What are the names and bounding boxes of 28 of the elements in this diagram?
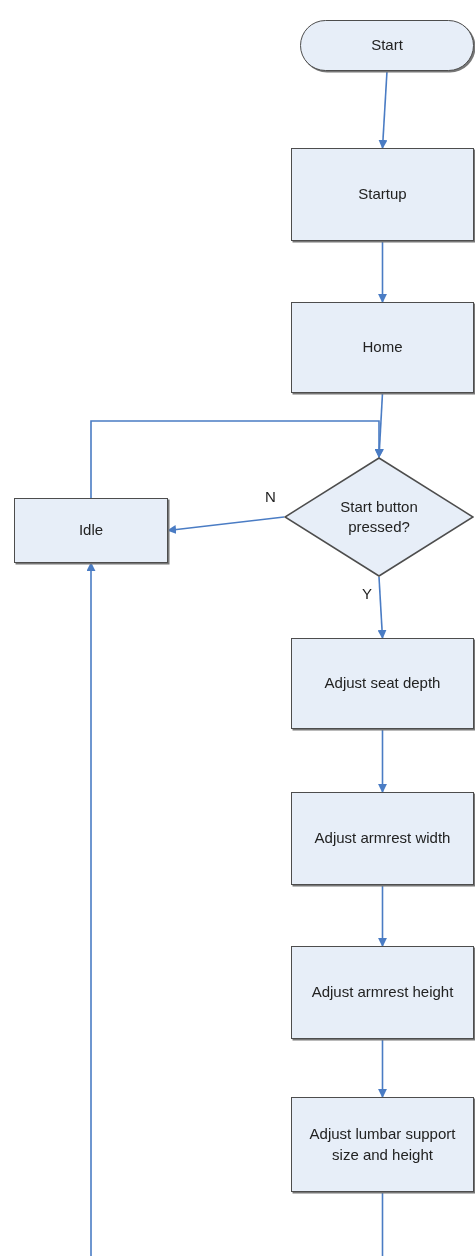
arrow	[86, 562, 96, 1256]
arrow	[167, 516, 285, 535]
node-label: Adjust armrest width	[314, 828, 451, 849]
process-box	[291, 946, 474, 1039]
arrow	[378, 1038, 387, 1098]
node-label: Start button pressed?	[339, 496, 419, 537]
node-label: Adjust seat depth	[324, 673, 441, 694]
node-label: Idle	[78, 520, 104, 541]
arrow	[90, 420, 384, 499]
node-label: Adjust armrest height	[311, 982, 454, 1003]
connector-line	[381, 1191, 384, 1256]
process-box	[291, 302, 474, 393]
process-box	[291, 148, 474, 241]
start-terminal	[300, 20, 474, 71]
node-label: Adjust lumbar support size and height	[308, 1124, 457, 1165]
arrow	[378, 884, 387, 947]
process-box	[291, 638, 474, 729]
process-box	[291, 792, 474, 885]
node-label: Start	[371, 35, 403, 56]
process-box	[14, 498, 168, 563]
node-label: Home	[362, 337, 403, 358]
arrow	[378, 70, 388, 149]
arrow	[378, 240, 387, 303]
arrow	[378, 728, 387, 793]
arrow	[377, 576, 387, 639]
node-label: Startup	[358, 184, 407, 205]
process-box	[291, 1097, 474, 1192]
decision-diamond	[284, 457, 474, 577]
